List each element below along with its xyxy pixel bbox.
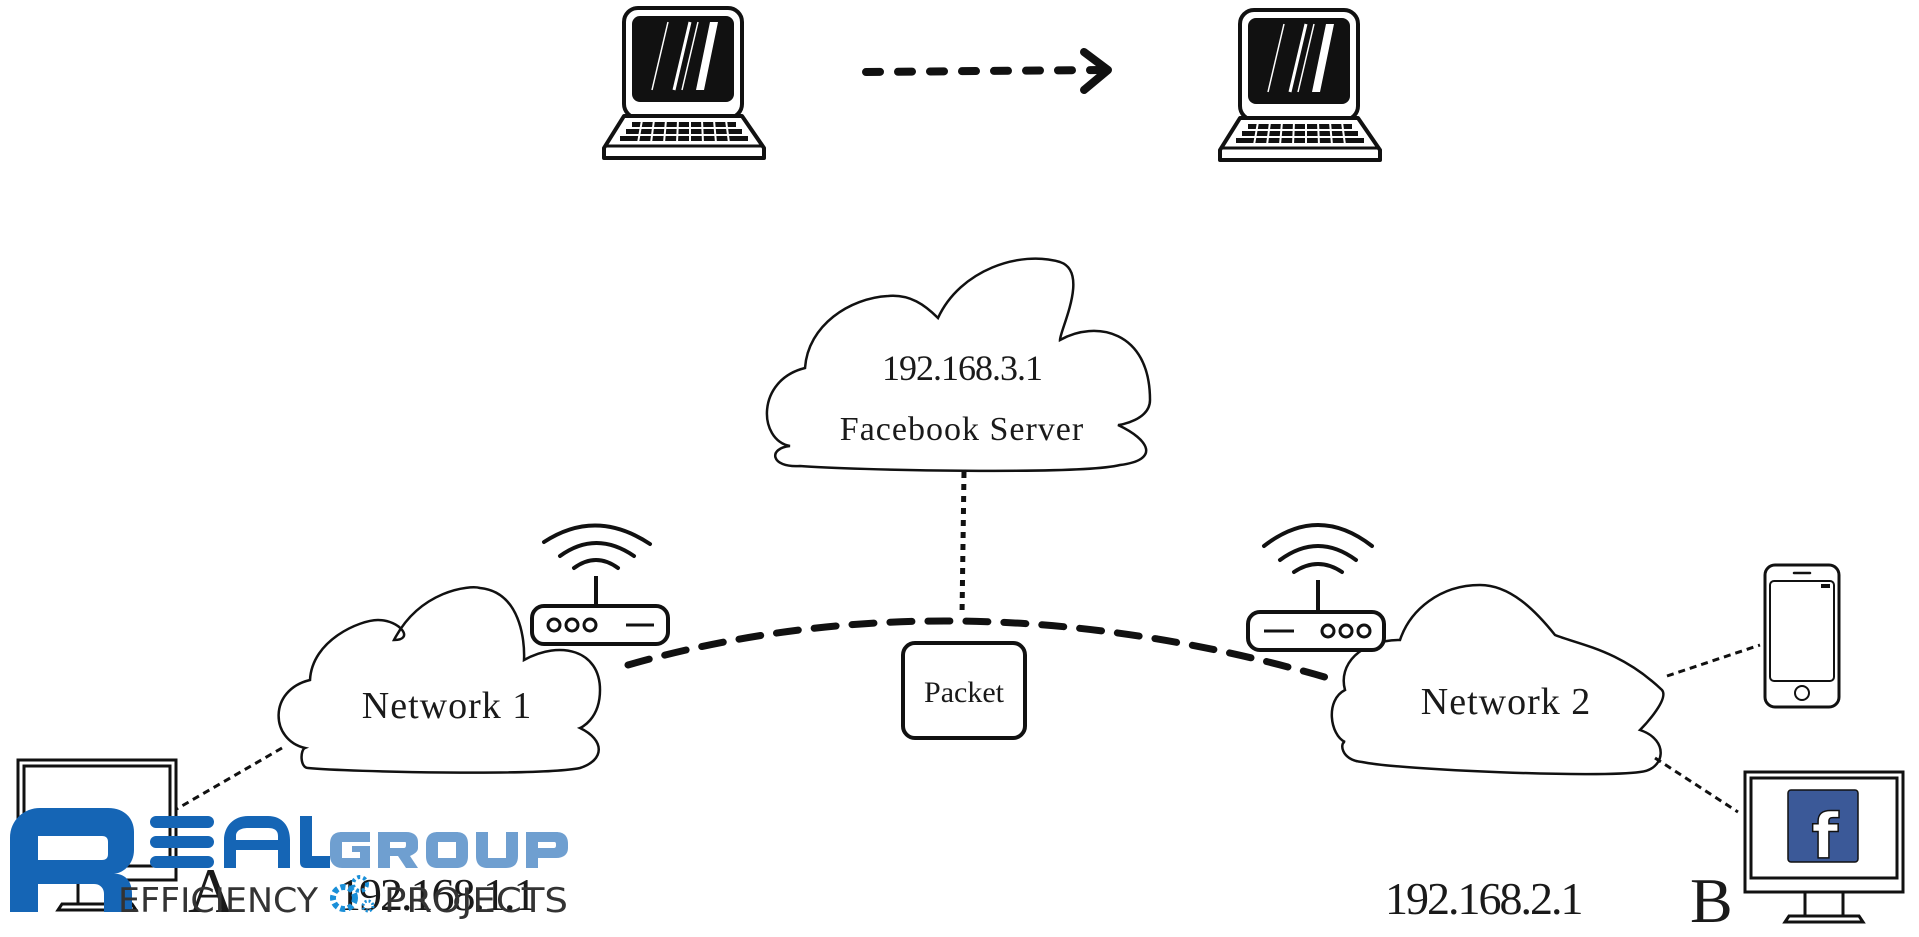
server-cloud: 192.168.3.1 Facebook Server [765,257,1152,473]
network2-cloud: Network 2 [1330,583,1665,776]
smartphone-icon [1763,563,1841,709]
logo-tagline-right: PROJECTS [384,881,568,921]
laptop-right-icon [1218,8,1382,162]
server-link-line [959,471,967,617]
logo-gear-icon [330,875,375,913]
network2-label: Network 2 [1421,681,1591,723]
server-label: Facebook Server [840,411,1084,448]
network1-cloud: Network 1 [277,586,602,774]
packet-box: Packet [901,641,1027,740]
network1-label: Network 1 [362,685,532,727]
laptop-left-icon [602,6,766,160]
logo-eal-letters [150,816,330,868]
router1-icon [530,523,670,646]
router2-icon [1246,523,1386,652]
phone-link-line [1666,643,1761,678]
facebook-logo-icon: f [1787,789,1859,874]
host-a-link-line [167,746,283,816]
host-b-letter: B [1690,865,1733,936]
facebook-glyph: f [1812,800,1840,873]
host-b-monitor-icon: f [1743,770,1905,924]
server-ip: 192.168.3.1 [882,348,1042,388]
logo-group-letters [330,832,568,868]
packet-label: Packet [924,676,1005,709]
host-b-link-line [1654,756,1739,814]
logo-tagline-left: EFFICIENCY [118,881,318,921]
realgroup-logo: EFFICIENCY PROJECTS [10,808,568,921]
host-b-ip: 192.168.2.1 [1385,873,1582,924]
network-path-line [624,617,1339,684]
logo-r-letter [10,808,134,912]
dotted-arrow-icon [862,48,1112,94]
